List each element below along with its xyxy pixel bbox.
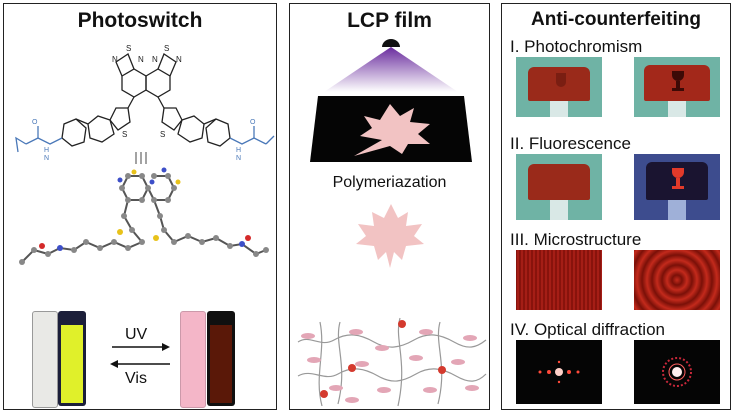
diffraction-grating-pattern xyxy=(516,340,602,404)
microstructure-grating-photo xyxy=(516,250,602,310)
uv-label: UV xyxy=(125,326,148,343)
svg-text:O: O xyxy=(250,119,256,126)
polymerization-label: Polymeriazation xyxy=(332,174,447,191)
anti-counterfeiting-panel: Anti-counterfeiting I. Photochromism II.… xyxy=(501,3,731,410)
svg-text:N: N xyxy=(152,55,158,64)
molecule-structure-drawing: NSN NSN S S H N H N xyxy=(15,44,275,265)
svg-text:N: N xyxy=(236,155,241,162)
svg-text:S: S xyxy=(164,44,169,53)
svg-text:S: S xyxy=(122,130,127,139)
benzothiophene-arms xyxy=(61,96,231,147)
vial-colorless xyxy=(32,311,58,408)
svg-text:N: N xyxy=(176,55,182,64)
maple-leaf-film xyxy=(356,204,424,268)
fluorescence-before-photo xyxy=(516,154,602,220)
svg-text:H: H xyxy=(236,147,241,154)
equivalence-marker xyxy=(135,152,147,164)
section-photochromism-label: I. Photochromism xyxy=(510,37,643,56)
benzothiadiazole-core xyxy=(115,53,177,98)
svg-text:N: N xyxy=(44,155,49,162)
svg-text:S: S xyxy=(160,130,165,139)
fluorescence-after-photo xyxy=(634,154,720,220)
maple-leaf-pattern xyxy=(354,104,430,156)
svg-text:N: N xyxy=(138,55,144,64)
vial-dark-red xyxy=(207,311,235,406)
anti-title: Anti-counterfeiting xyxy=(531,9,701,30)
methacrylamide-end-groups xyxy=(15,126,275,153)
photoswitch-title: Photoswitch xyxy=(77,9,203,32)
svg-text:H: H xyxy=(44,147,49,154)
mesogen-units xyxy=(301,329,479,403)
photochromism-after-photo xyxy=(634,57,720,117)
section-microstructure-label: III. Microstructure xyxy=(510,230,642,249)
section-fluorescence-label: II. Fluorescence xyxy=(510,134,631,153)
crystal-structure-atoms xyxy=(19,167,269,265)
photoswitch-dye-units xyxy=(320,320,446,398)
lcp-film-panel: LCP film Polymeriazation xyxy=(289,3,490,410)
uv-light-beam xyxy=(324,47,458,92)
microstructure-rings-photo xyxy=(634,250,720,310)
uv-lamp xyxy=(382,39,400,47)
vial-pink xyxy=(180,311,206,408)
svg-text:S: S xyxy=(126,44,131,53)
vis-label: Vis xyxy=(125,370,147,387)
polymer-network xyxy=(297,317,487,407)
photochromism-before-photo xyxy=(516,57,602,117)
diffraction-ring-pattern xyxy=(634,340,720,404)
svg-text:O: O xyxy=(32,119,38,126)
vial-yellow xyxy=(58,311,86,406)
svg-text:N: N xyxy=(112,55,118,64)
lcp-illustration xyxy=(310,39,472,268)
lcp-title: LCP film xyxy=(347,9,432,32)
section-optical-diffraction-label: IV. Optical diffraction xyxy=(510,320,665,339)
switching-arrows xyxy=(110,343,170,368)
